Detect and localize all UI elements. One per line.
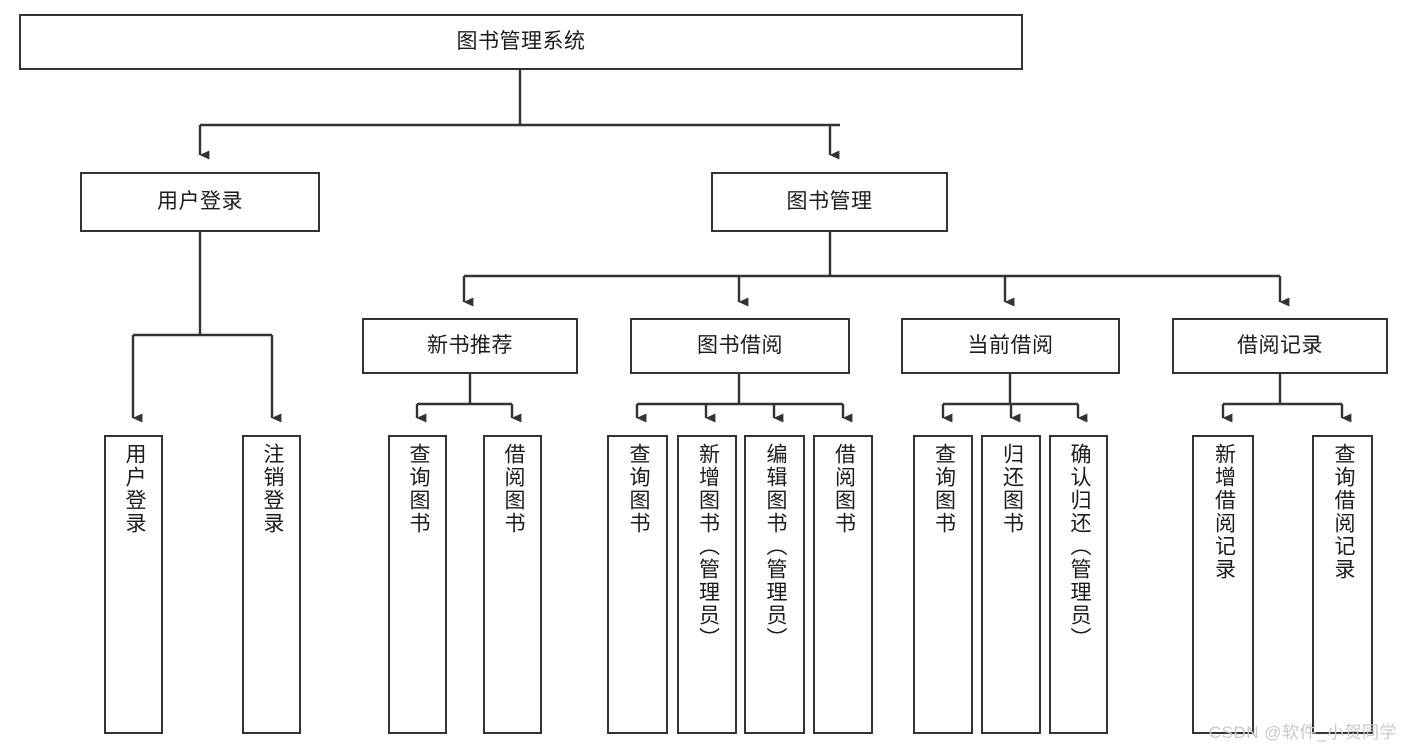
node-new-book-recommend-label: 新书推荐 bbox=[427, 334, 513, 358]
leaf-current-borrow-return[interactable]: 归还图书 bbox=[981, 435, 1041, 734]
node-new-book-recommend[interactable]: 新书推荐 bbox=[362, 318, 578, 374]
leaf-new-book-query[interactable]: 查询图书 bbox=[388, 435, 447, 734]
node-book-borrow[interactable]: 图书借阅 bbox=[630, 318, 850, 374]
node-current-borrow-label: 当前借阅 bbox=[967, 334, 1054, 358]
leaf-new-book-borrow[interactable]: 借阅图书 bbox=[483, 435, 542, 734]
leaf-book-borrow-borrow-label: 借阅图书 bbox=[832, 443, 856, 535]
leaf-current-borrow-query[interactable]: 查询图书 bbox=[913, 435, 973, 734]
leaf-book-borrow-edit-label: 编辑图书（管理员） bbox=[763, 443, 787, 650]
leaf-book-borrow-query[interactable]: 查询图书 bbox=[607, 435, 668, 734]
leaf-user-login-login-label: 用户登录 bbox=[122, 443, 146, 535]
node-book-manage-label: 图书管理 bbox=[786, 190, 873, 214]
leaf-current-borrow-return-label: 归还图书 bbox=[1000, 443, 1024, 535]
leaf-borrow-record-query-label: 查询借阅记录 bbox=[1331, 443, 1355, 581]
leaf-book-borrow-edit[interactable]: 编辑图书（管理员） bbox=[744, 435, 805, 734]
leaf-current-borrow-query-label: 查询图书 bbox=[932, 443, 956, 535]
leaf-user-login-logout[interactable]: 注销登录 bbox=[242, 435, 301, 734]
leaf-borrow-record-query[interactable]: 查询借阅记录 bbox=[1312, 435, 1373, 734]
node-borrow-record[interactable]: 借阅记录 bbox=[1172, 318, 1388, 374]
leaf-new-book-query-label: 查询图书 bbox=[406, 443, 430, 535]
leaf-book-borrow-add[interactable]: 新增图书（管理员） bbox=[677, 435, 737, 734]
leaf-current-borrow-confirm[interactable]: 确认归还（管理员） bbox=[1049, 435, 1108, 734]
leaf-book-borrow-add-label: 新增图书（管理员） bbox=[696, 443, 720, 650]
leaf-book-borrow-query-label: 查询图书 bbox=[626, 443, 650, 535]
node-root-label: 图书管理系统 bbox=[456, 30, 586, 54]
leaf-new-book-borrow-label: 借阅图书 bbox=[501, 443, 525, 535]
node-root[interactable]: 图书管理系统 bbox=[19, 14, 1023, 70]
node-borrow-record-label: 借阅记录 bbox=[1237, 334, 1323, 358]
node-current-borrow[interactable]: 当前借阅 bbox=[901, 318, 1120, 374]
leaf-borrow-record-add[interactable]: 新增借阅记录 bbox=[1192, 435, 1254, 734]
leaf-user-login-login[interactable]: 用户登录 bbox=[104, 435, 163, 734]
leaf-current-borrow-confirm-label: 确认归还（管理员） bbox=[1067, 443, 1091, 650]
node-user-login-label: 用户登录 bbox=[157, 190, 243, 214]
node-book-borrow-label: 图书借阅 bbox=[697, 334, 783, 358]
leaf-borrow-record-add-label: 新增借阅记录 bbox=[1212, 443, 1236, 581]
node-book-manage[interactable]: 图书管理 bbox=[711, 172, 948, 232]
leaf-user-login-logout-label: 注销登录 bbox=[260, 443, 284, 535]
node-user-login[interactable]: 用户登录 bbox=[80, 172, 320, 232]
leaf-book-borrow-borrow[interactable]: 借阅图书 bbox=[813, 435, 873, 734]
